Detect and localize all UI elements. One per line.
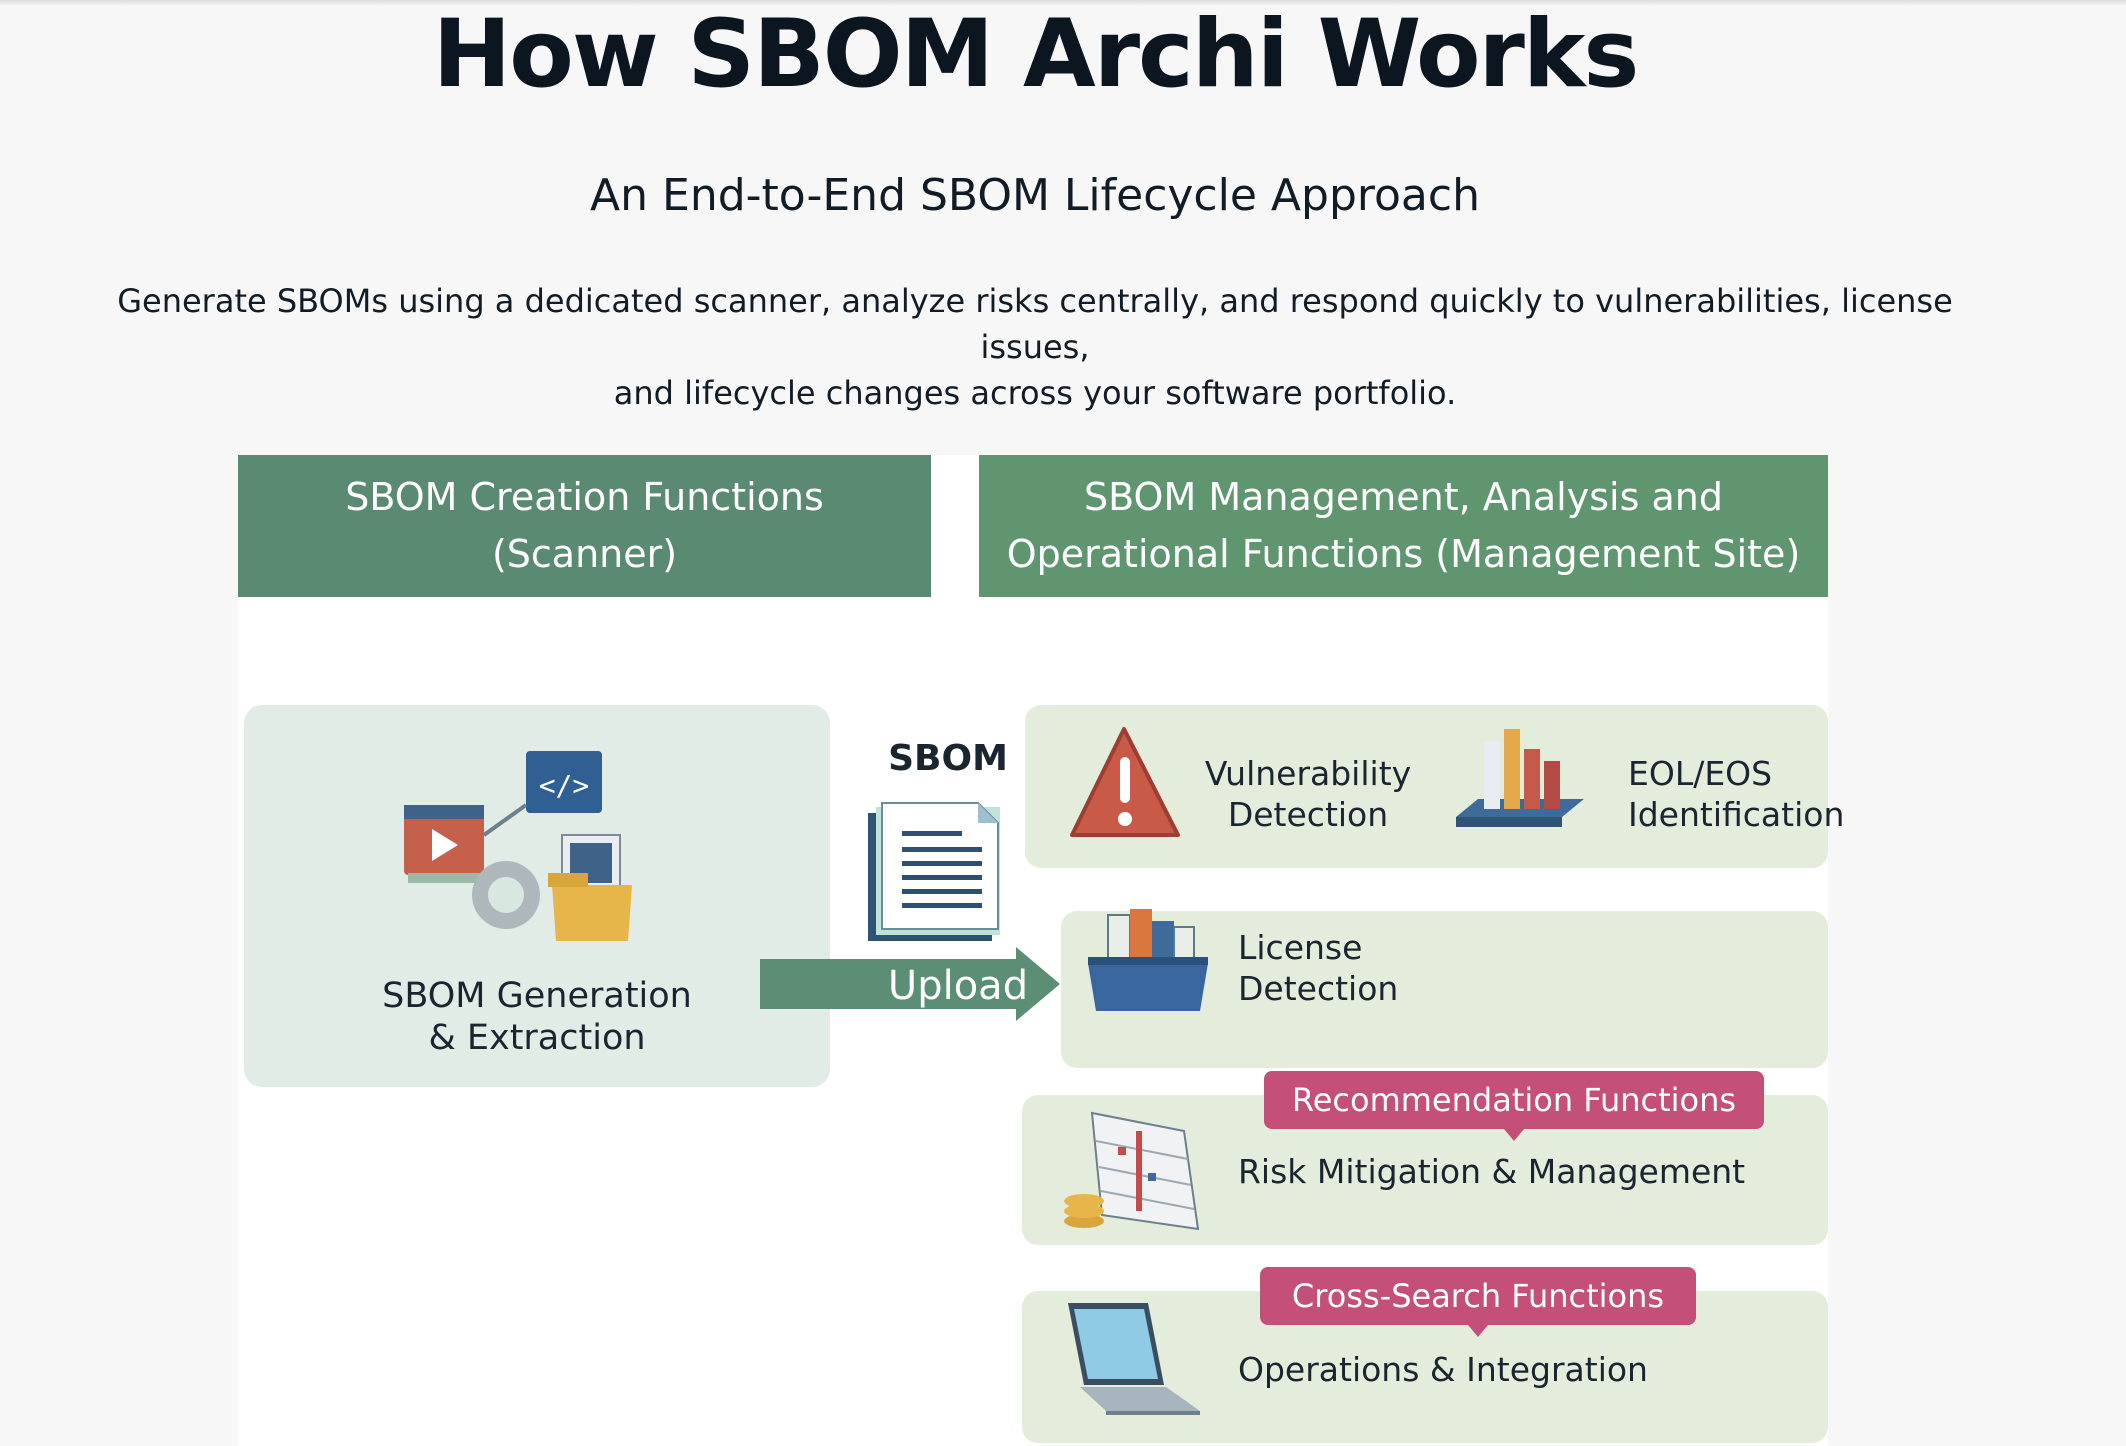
books-icon [1088, 909, 1208, 1011]
description-line-2: and lifecycle changes across your softwa… [613, 374, 1457, 412]
software-bundle-icon: </> [404, 751, 632, 941]
eol-line-2: Identification [1628, 795, 1845, 834]
bar-chart-icon [1456, 729, 1584, 827]
generation-line-2: & Extraction [428, 1018, 646, 1058]
recommendation-functions-badge: Recommendation Functions [1264, 1071, 1764, 1141]
document-icon [868, 802, 1000, 941]
calendar-coins-icon [1064, 1111, 1200, 1231]
eol-identification-label: EOL/EOS Identification [1628, 753, 1844, 835]
architecture-diagram: SBOM Creation Functions (Scanner) SBOM M… [238, 455, 1844, 1446]
vulnerability-line-1: Vulnerability [1204, 754, 1412, 793]
vulnerability-detection-label: Vulnerability Detection [1198, 753, 1418, 835]
vulnerability-line-2: Detection [1227, 795, 1389, 834]
eol-line-1: EOL/EOS [1628, 754, 1773, 793]
laptop-icon [1068, 1303, 1200, 1415]
scanner-column-header: SBOM Creation Functions (Scanner) [238, 455, 931, 597]
upload-label: Upload [887, 963, 1029, 1009]
sbom-document-label: SBOM [888, 738, 1008, 779]
license-detection-label: License Detection [1238, 927, 1398, 1009]
page-description: Generate SBOMs using a dedicated scanner… [60, 278, 2010, 416]
license-line-1: License [1238, 928, 1363, 967]
svg-text:</>: </> [539, 769, 590, 802]
management-column-header: SBOM Management, Analysis and Operationa… [979, 455, 1828, 597]
sbom-generation-label: SBOM Generation & Extraction [244, 975, 830, 1059]
page-subtitle: An End-to-End SBOM Lifecycle Approach [590, 170, 1480, 221]
top-shadow [0, 0, 2126, 6]
risk-mitigation-label: Risk Mitigation & Management [1238, 1152, 1746, 1191]
scanner-header-line-2: (Scanner) [491, 532, 678, 576]
page-title: How SBOM Archi Works [432, 0, 1640, 109]
cross-search-functions-badge: Cross-Search Functions [1260, 1267, 1696, 1337]
license-line-2: Detection [1238, 969, 1399, 1008]
detection-panel [1025, 705, 1828, 868]
management-header-line-1: SBOM Management, Analysis and [1084, 475, 1723, 519]
description-line-1: Generate SBOMs using a dedicated scanner… [117, 282, 1953, 366]
management-header-line-2: Operational Functions (Management Site) [1006, 532, 1801, 576]
warning-triangle-icon [1070, 727, 1180, 837]
upload-arrow [760, 947, 1060, 1021]
scanner-header-line-1: SBOM Creation Functions [345, 475, 824, 519]
generation-line-1: SBOM Generation [382, 976, 692, 1016]
operations-integration-label: Operations & Integration [1238, 1350, 1648, 1389]
